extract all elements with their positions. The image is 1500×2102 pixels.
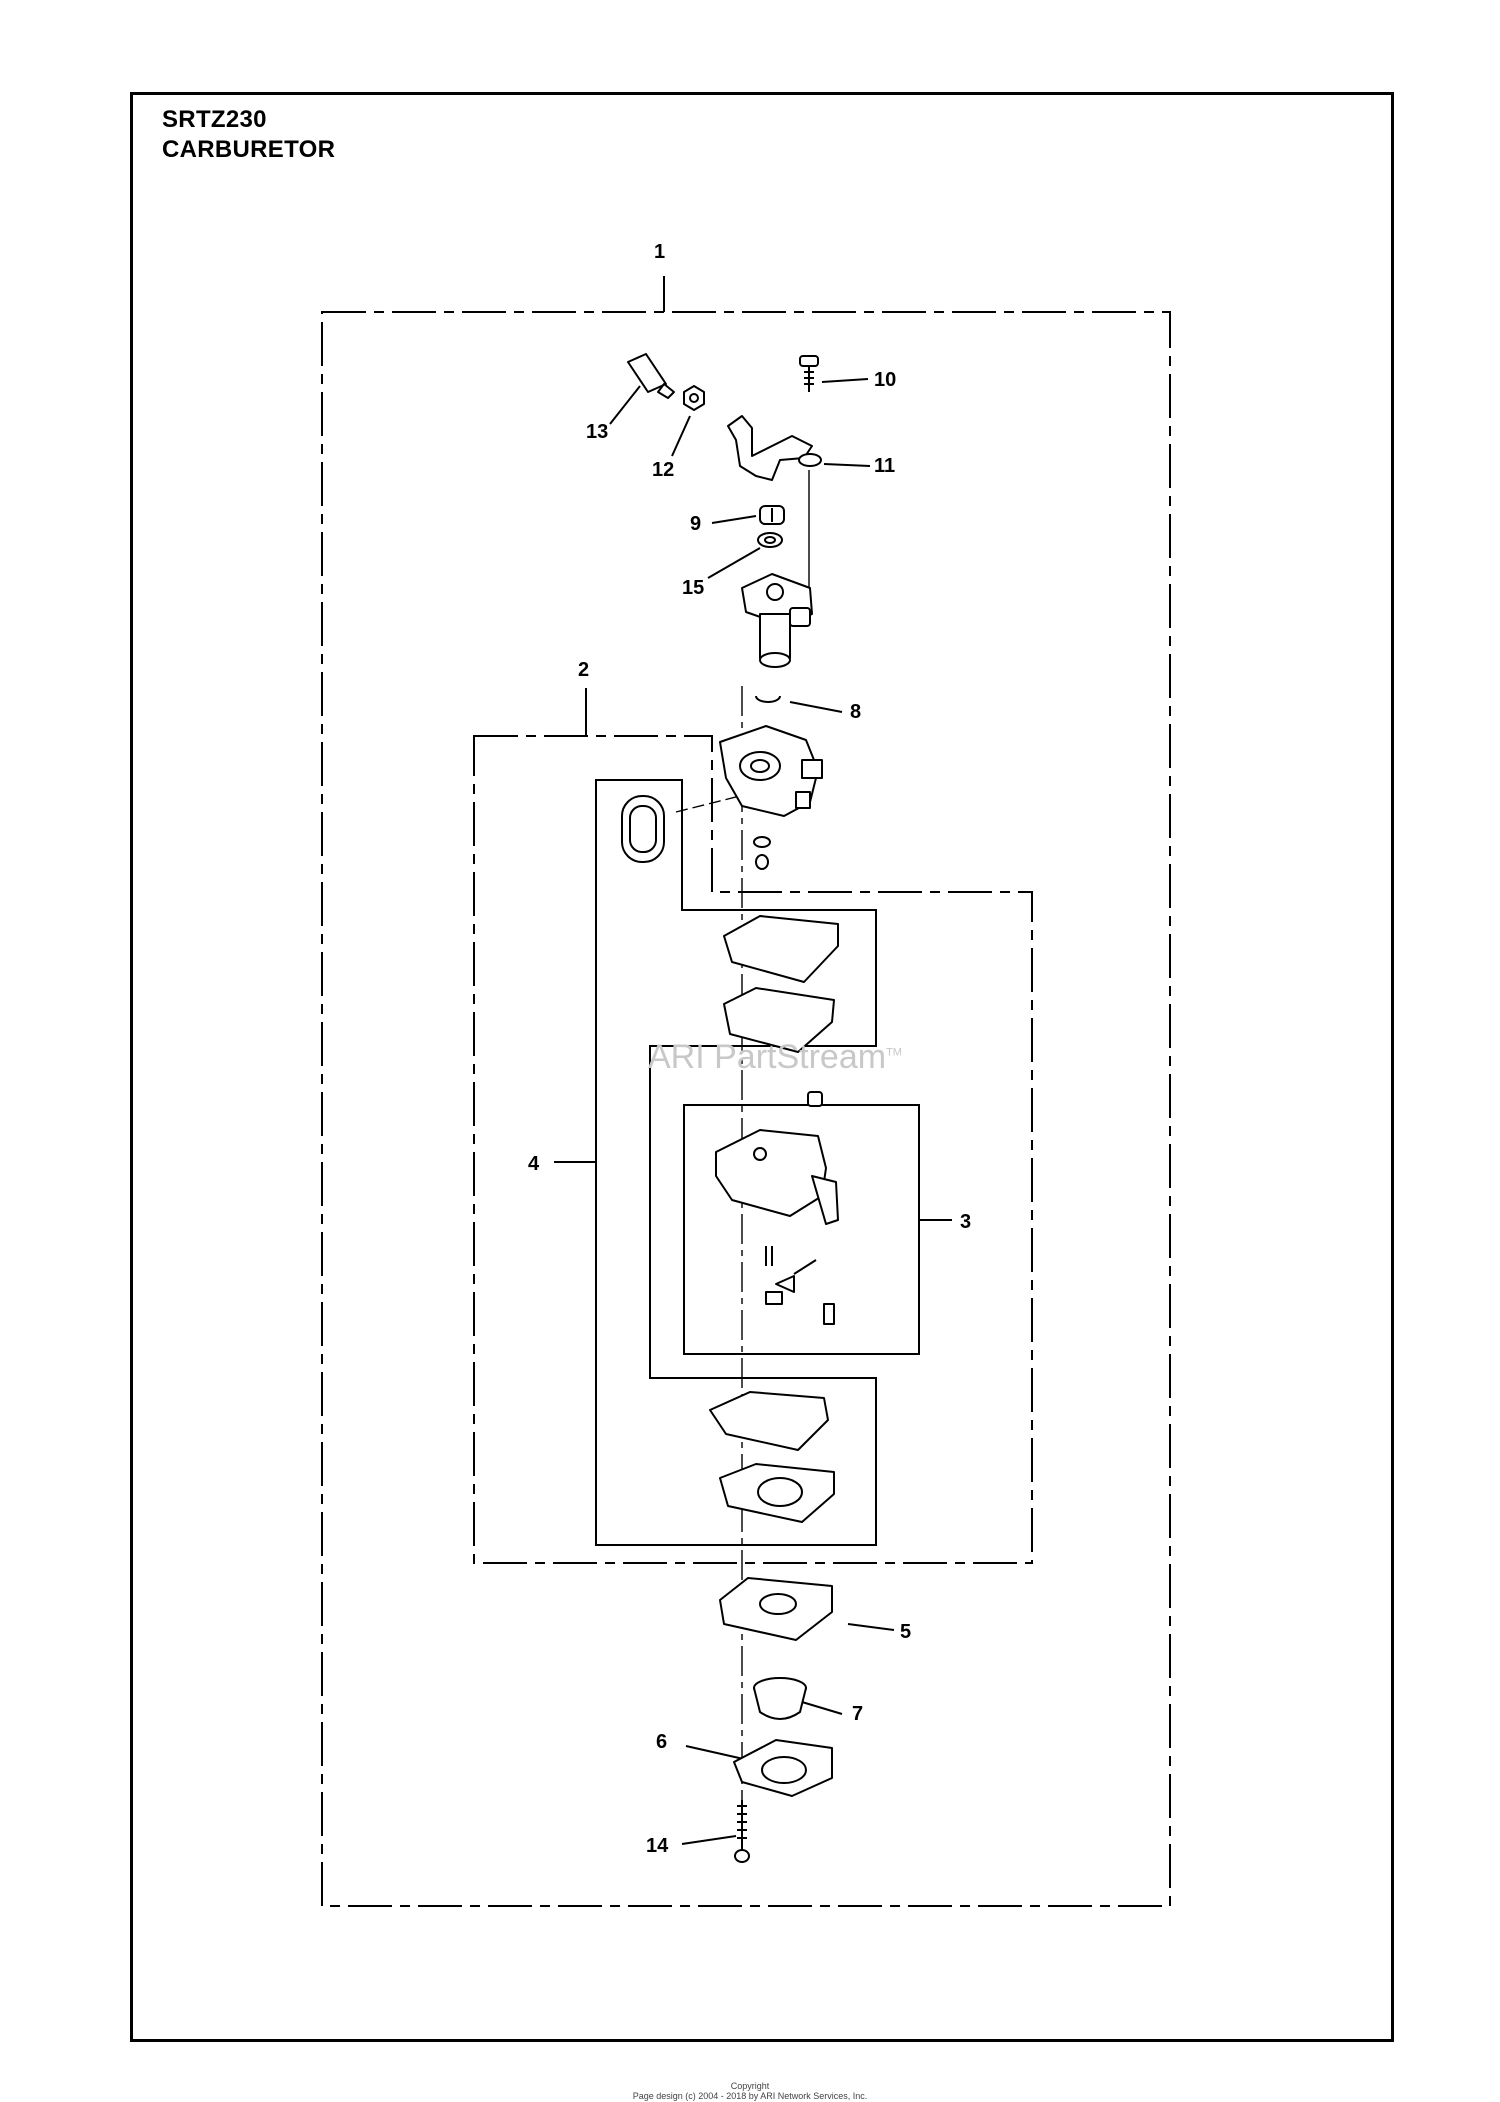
throttle-valve [741, 573, 813, 668]
metering-diaphragm [719, 1463, 835, 1523]
callout-7: 7 [852, 1703, 863, 1725]
part-5-cover [719, 1577, 833, 1641]
diagram-frame [130, 92, 1394, 2042]
watermark-text: ARI PartStream [648, 1038, 887, 1076]
part-13-fitting [627, 353, 675, 399]
callout-4: 4 [528, 1153, 540, 1175]
leader-8 [789, 701, 843, 713]
leader-11 [823, 463, 871, 467]
leader-13 [609, 385, 641, 425]
part-3-metering-body [715, 1091, 839, 1225]
callout-12: 12 [652, 459, 674, 481]
callout-8: 8 [850, 701, 861, 723]
leader-10 [821, 378, 869, 383]
callout-2: 2 [578, 659, 589, 681]
intake-gasket [621, 795, 665, 863]
throttle-lever [727, 415, 813, 481]
part-12-nut [683, 385, 705, 411]
assembly-box-4 [595, 779, 877, 1546]
leader-15 [707, 547, 761, 579]
callout-labels: 1 2 3 4 5 6 7 8 9 10 11 12 13 14 15 [528, 241, 971, 1857]
leader-7 [801, 1701, 843, 1715]
assembly-box-1 [321, 311, 1171, 1907]
carburetor-body [719, 725, 823, 817]
part-14-screw [734, 1800, 750, 1863]
part-6-retainer [733, 1739, 833, 1797]
callout-6: 6 [656, 1731, 667, 1753]
plug-washer [753, 836, 771, 870]
part-15-o-ring [757, 532, 783, 548]
callout-13: 13 [586, 421, 608, 443]
pump-gasket [723, 915, 839, 983]
callout-14: 14 [646, 1835, 669, 1857]
copyright-line: Copyright [730, 2081, 770, 2091]
callout-15: 15 [682, 577, 704, 599]
watermark-trademark: TM [886, 1046, 902, 1059]
part-7-primer-bulb [753, 1677, 807, 1720]
callout-11: 11 [874, 455, 895, 477]
leader-14 [681, 1835, 737, 1845]
axis-gasket [675, 795, 741, 813]
callout-3: 3 [960, 1211, 971, 1233]
leader-6 [685, 1745, 749, 1761]
part-9-screw [759, 505, 785, 525]
part-10-screw [799, 355, 819, 392]
assembly-box-2 [473, 735, 1033, 1564]
model-number: SRTZ230 [162, 106, 267, 133]
callout-9: 9 [690, 513, 701, 535]
needle-spring-parts [765, 1246, 835, 1325]
leader-12 [671, 415, 691, 457]
callout-1: 1 [654, 241, 665, 263]
leader-5 [847, 1623, 895, 1631]
pump-diaphragm [723, 987, 835, 1053]
part-8-clip [755, 695, 781, 703]
assembly-box-3 [683, 1104, 920, 1355]
leader-9 [711, 515, 757, 524]
watermark: ARI PartStreamTM [648, 1038, 902, 1077]
page-design-credit: Page design (c) 2004 - 2018 by ARI Netwo… [632, 2091, 868, 2101]
part-11-washer [798, 453, 822, 467]
callout-5: 5 [900, 1621, 911, 1643]
callout-10: 10 [874, 369, 896, 391]
copyright-footer: Copyright Page design (c) 2004 - 2018 by… [0, 2081, 1500, 2101]
section-title: CARBURETOR [162, 136, 336, 163]
metering-gasket [709, 1391, 829, 1451]
